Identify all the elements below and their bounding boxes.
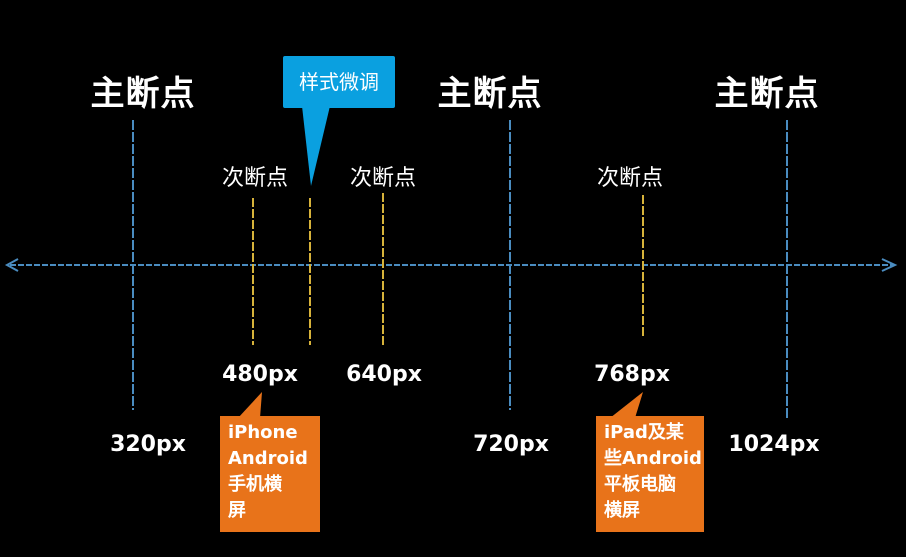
callout-phone-line: 屏: [228, 500, 246, 521]
callout-tablet-line: 横屏: [604, 500, 640, 521]
main-breakpoint-label: 主断点: [437, 74, 543, 114]
callout-phone-line: 手机横: [228, 474, 282, 495]
callout-tablet-line: 平板电脑: [604, 474, 676, 495]
minor-breakpoint-label: 次断点: [221, 166, 289, 191]
callout-phone: iPhone Android 手机横 屏: [220, 416, 320, 532]
breakpoint-value-1024: 1024px: [728, 432, 820, 457]
callout-tweak-pointer: [302, 106, 330, 186]
callout-phone-line: Android: [228, 448, 308, 469]
main-breakpoint-label: 主断点: [714, 74, 820, 114]
breakpoint-value-480: 480px: [222, 362, 298, 387]
callout-tablet-pointer: [610, 392, 643, 418]
breakpoint-value-768: 768px: [594, 362, 670, 387]
axis-arrow-right: [881, 258, 898, 272]
minor-breakpoint-label: 次断点: [349, 166, 417, 191]
callout-tweak-box: [283, 56, 395, 108]
callout-phone-line: iPhone: [228, 422, 298, 443]
minor-breakpoint-label: 次断点: [596, 166, 664, 191]
callout-tablet: iPad及某 些Android 平板电脑 横屏: [596, 416, 704, 532]
breakpoint-value-640: 640px: [346, 362, 422, 387]
axis-arrow-left: [4, 258, 19, 272]
callout-phone-pointer: [238, 392, 262, 418]
breakpoint-value-720: 720px: [473, 432, 549, 457]
callout-tweak-text: 样式微调: [299, 70, 379, 94]
callout-tablet-line: 些Android: [604, 448, 702, 469]
main-breakpoint-label: 主断点: [90, 74, 196, 114]
callout-tablet-line: iPad及某: [604, 422, 684, 443]
breakpoint-value-320: 320px: [110, 432, 186, 457]
